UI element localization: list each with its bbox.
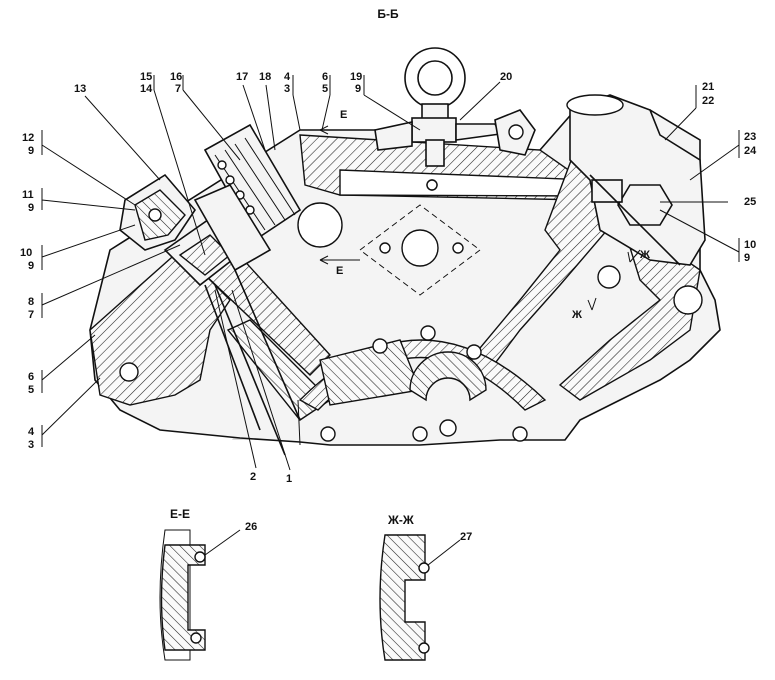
callout-22: 22 [702,95,714,107]
fuel-pump-unit [566,94,706,315]
view-mark-e-top: Е [340,109,347,121]
callout-labels: 13 15 14 16 7 17 18 4 3 6 5 19 9 20 21 2… [20,71,757,485]
section-title: Б-Б [377,7,399,21]
callout-15: 15 [140,71,152,83]
callout-25: 25 [744,196,756,208]
detail-view-zh-zh: Ж-Ж 27 [379,513,472,661]
callout-19: 19 [350,71,362,83]
callout-9-left-c: 9 [28,260,34,272]
cover-plate-dashed [297,179,481,296]
callout-23: 23 [744,131,756,143]
view-mark-e-bottom: Е [336,265,343,277]
callout-5-left: 5 [28,384,34,396]
callout-26: 26 [245,521,257,533]
detail-view-e-e: Е-Е 26 [159,507,257,661]
push-rods [204,269,301,456]
callout-9-left-a: 9 [28,145,34,157]
callout-6-top: 6 [322,71,328,83]
callout-5-top: 5 [322,83,328,95]
callout-4-left: 4 [28,426,35,438]
callout-8: 8 [28,296,34,308]
callout-9-left-b: 9 [28,202,34,214]
callout-3-top: 3 [284,83,290,95]
detail-title-e-e: Е-Е [170,507,190,521]
callout-27: 27 [460,531,472,543]
callout-14: 14 [140,83,153,95]
callout-21: 21 [702,81,714,93]
leader-lines [41,75,740,471]
callout-7-left: 7 [28,309,34,321]
callout-24: 24 [744,145,757,157]
callout-10-left: 10 [20,247,32,259]
callout-12: 12 [22,132,34,144]
callout-20: 20 [500,71,512,83]
callout-16: 16 [170,71,182,83]
callout-10-right: 10 [744,239,756,251]
callout-7-top: 7 [175,83,181,95]
section-marks: Е Е Ж Ж [319,109,650,321]
callout-17: 17 [236,71,248,83]
callout-13: 13 [74,83,86,95]
callout-6-left: 6 [28,371,34,383]
callout-1: 1 [286,473,292,485]
view-mark-zh-bottom: Ж [571,309,582,321]
view-mark-zh-top: Ж [639,249,650,261]
mounting-ear [494,109,536,156]
detail-title-zh-zh: Ж-Ж [387,513,414,527]
valve-spring-assembly [193,123,302,272]
callout-4-top: 4 [284,71,291,83]
callout-9-right: 9 [744,252,750,264]
callout-9-top: 9 [355,83,361,95]
callout-3-left: 3 [28,439,34,451]
callout-11: 11 [22,189,34,201]
callout-18: 18 [259,71,271,83]
callout-2: 2 [250,471,256,483]
